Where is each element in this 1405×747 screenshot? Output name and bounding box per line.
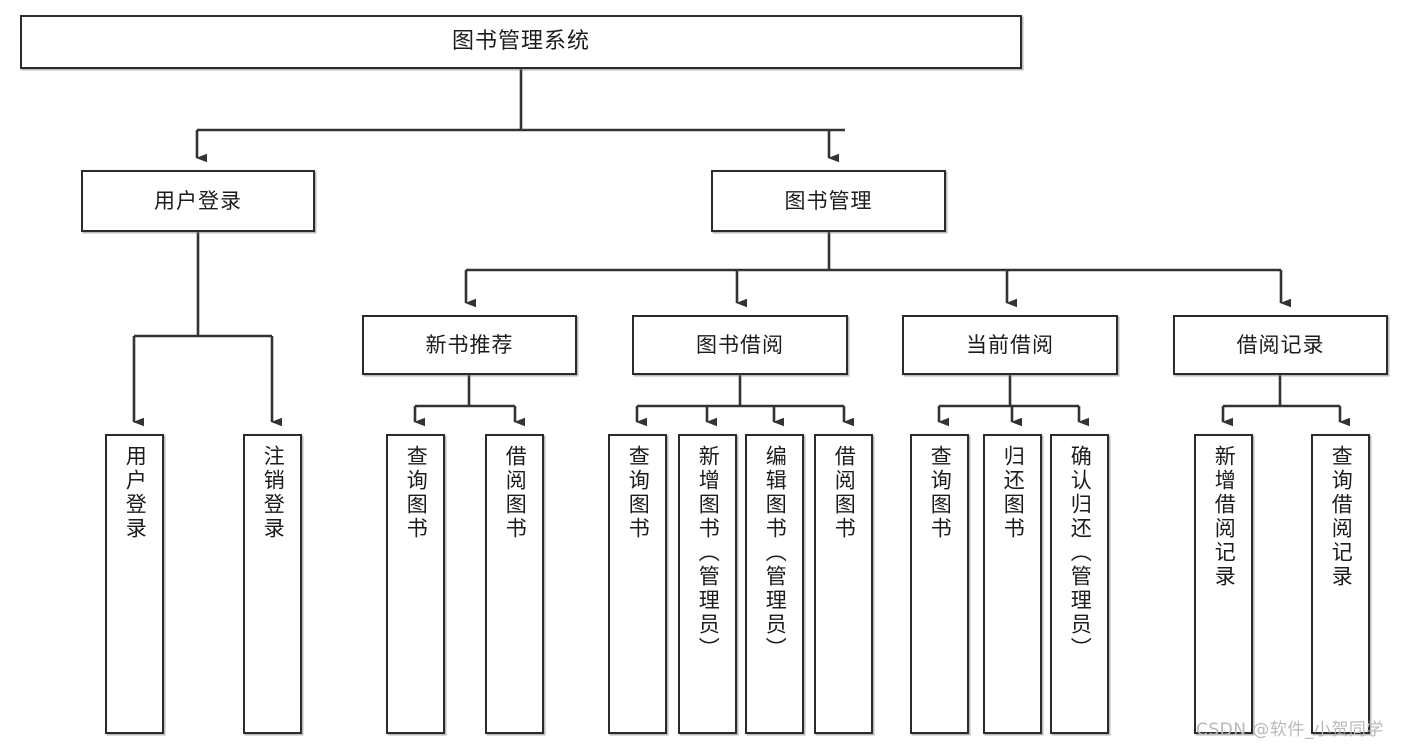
node-root[interactable]: 图书管理系统 (20, 15, 1022, 69)
leaf-user-login-label: 用户登录 (123, 445, 148, 541)
leaf-current-return-book[interactable]: 归还图书 (983, 434, 1042, 734)
leaf-borrow-add-book-admin-label: 新增图书（管理员） (696, 445, 721, 661)
node-current-borrow[interactable]: 当前借阅 (902, 315, 1118, 375)
leaf-newbook-borrow-book-label: 借阅图书 (503, 445, 528, 541)
leaf-borrow-borrow-book[interactable]: 借阅图书 (814, 434, 873, 734)
leaf-borrow-edit-book-admin-label: 编辑图书（管理员） (763, 445, 788, 661)
node-book-borrow[interactable]: 图书借阅 (632, 315, 848, 375)
leaf-newbook-query-book[interactable]: 查询图书 (386, 434, 445, 734)
leaf-borrow-borrow-book-label: 借阅图书 (832, 445, 857, 541)
leaf-user-logout[interactable]: 注销登录 (243, 434, 302, 734)
leaf-current-confirm-return-admin-label: 确认归还（管理员） (1068, 445, 1093, 661)
node-book-borrow-label: 图书借阅 (696, 332, 784, 357)
leaf-borrow-edit-book-admin[interactable]: 编辑图书（管理员） (745, 434, 804, 734)
node-new-book-recommend-label: 新书推荐 (425, 332, 514, 357)
node-new-book-recommend[interactable]: 新书推荐 (362, 315, 577, 375)
leaf-records-add-record[interactable]: 新增借阅记录 (1194, 434, 1253, 734)
leaf-records-add-record-label: 新增借阅记录 (1212, 445, 1237, 589)
node-current-borrow-label: 当前借阅 (966, 332, 1054, 357)
leaf-borrow-query-book-label: 查询图书 (626, 445, 651, 541)
leaf-current-confirm-return-admin[interactable]: 确认归还（管理员） (1050, 434, 1109, 734)
leaf-newbook-borrow-book[interactable]: 借阅图书 (485, 434, 544, 734)
node-book-management-label: 图书管理 (784, 188, 873, 213)
node-user-login-label: 用户登录 (154, 188, 242, 213)
leaf-borrow-add-book-admin[interactable]: 新增图书（管理员） (678, 434, 737, 734)
leaf-current-query-book[interactable]: 查询图书 (910, 434, 969, 734)
leaf-user-logout-label: 注销登录 (261, 445, 286, 541)
node-user-login[interactable]: 用户登录 (81, 170, 315, 232)
leaf-newbook-query-book-label: 查询图书 (404, 445, 429, 541)
node-book-management[interactable]: 图书管理 (711, 170, 946, 232)
node-borrow-records-label: 借阅记录 (1236, 332, 1325, 357)
node-root-label: 图书管理系统 (451, 29, 590, 55)
leaf-borrow-query-book[interactable]: 查询图书 (608, 434, 667, 734)
leaf-records-query-record-label: 查询借阅记录 (1329, 445, 1354, 589)
leaf-current-return-book-label: 归还图书 (1001, 445, 1026, 541)
leaf-current-query-book-label: 查询图书 (928, 445, 953, 541)
leaf-records-query-record[interactable]: 查询借阅记录 (1311, 434, 1370, 734)
leaf-user-login[interactable]: 用户登录 (105, 434, 164, 734)
node-borrow-records[interactable]: 借阅记录 (1173, 315, 1388, 375)
watermark: CSDN @软件_小贺同学 (1196, 720, 1384, 740)
